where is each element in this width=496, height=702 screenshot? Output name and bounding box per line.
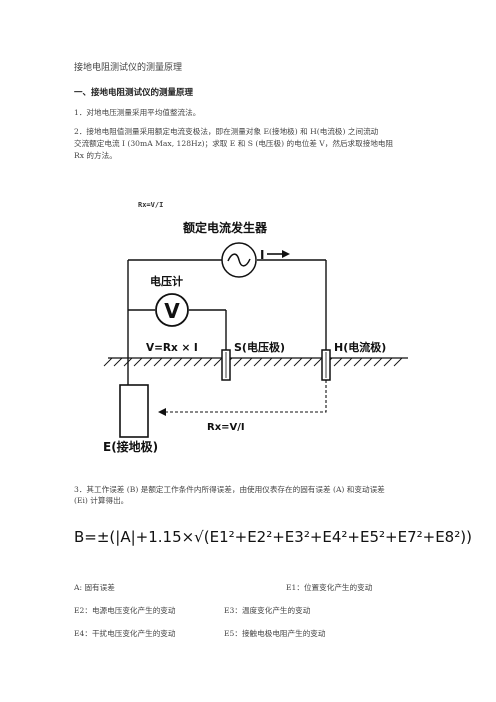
- s-electrode-label: S(电压极): [234, 340, 285, 354]
- current-return-path: [166, 380, 327, 413]
- error-formula: B=±(|A|+1.15×√(E1²+E2²+E3²+E4²+E5²+E7²+E…: [74, 528, 472, 546]
- current-label: I: [260, 248, 264, 262]
- legend-e5: E5：接触电极电阻产生的变动: [224, 629, 326, 638]
- page-title: 接地电阻测试仪的测量原理: [74, 63, 183, 73]
- paragraph-3-line-2: (Ei) 计算得出。: [74, 496, 129, 505]
- legend-e2: E2：电源电压变化产生的变动: [74, 606, 176, 615]
- paragraph-2-line-1: 2．接地电阻值测量采用额定电流变极法，即在测量对象 E(接地极) 和 H(电流极…: [74, 127, 379, 136]
- current-arrow-icon: [282, 250, 290, 258]
- h-electrode-label: H(电流极): [334, 340, 386, 354]
- voltmeter-label: 电压计: [150, 274, 183, 288]
- voltmeter-icon: [155, 293, 189, 327]
- paragraph-3-line-1: 3．其工作误差 (B) 是额定工作条件内所得误差，由使用仪表存在的固有误差 (A…: [74, 485, 385, 494]
- return-arrow-icon: [158, 408, 166, 416]
- voltage-equation: V=Rx × I: [146, 342, 198, 354]
- section-heading: 一、接地电阻测试仪的测量原理: [74, 88, 194, 98]
- diagram-caption: Rx=V/I: [138, 201, 163, 209]
- e-electrode: [119, 384, 149, 438]
- legend-a: A: 固有误差: [74, 583, 115, 592]
- e-electrode-label: E(接地极): [103, 439, 158, 454]
- paragraph-2-line-2: 交流额定电流 I (30mA Max, 128Hz)；求取 E 和 S (电压极…: [74, 139, 394, 148]
- legend-e1: E1：位置变化产生的变动: [286, 583, 373, 592]
- generator-label: 额定电流发生器: [183, 220, 268, 235]
- rx-formula-label: Rx=V/I: [207, 422, 245, 433]
- paragraph-1: 1．对地电压测量采用平均值整流法。: [74, 108, 201, 117]
- voltmeter-symbol: V: [164, 299, 180, 323]
- ground-surface: [103, 357, 408, 367]
- legend-e3: E3：温度变化产生的变动: [224, 606, 311, 615]
- legend-e4: E4：干扰电压变化产生的变动: [74, 629, 176, 638]
- paragraph-2-line-3: Rx 的方法。: [74, 151, 117, 160]
